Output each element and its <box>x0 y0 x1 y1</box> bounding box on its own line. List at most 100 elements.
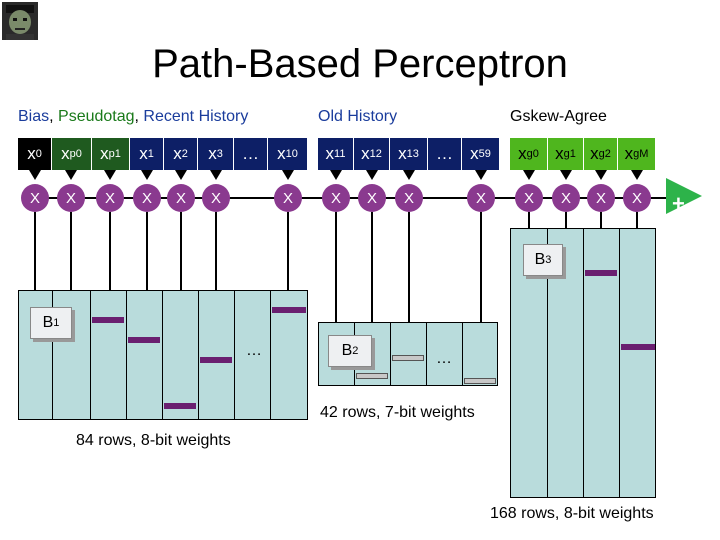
arrow-3 <box>104 170 116 190</box>
b3-selected-row <box>621 344 655 350</box>
b1-col-divider <box>52 290 53 420</box>
multiplier-9: X <box>358 184 386 212</box>
b3-selected-row <box>585 270 617 276</box>
b1-col-divider <box>90 290 91 420</box>
stem-6 <box>215 212 217 290</box>
arrow-9 <box>366 170 378 190</box>
multiplier-15: X <box>623 184 651 212</box>
pseudotag-label: Pseudotag <box>58 108 135 125</box>
b2-selected-row <box>356 373 388 379</box>
multiplier-8: X <box>322 184 350 212</box>
b2-ellipsis: … <box>436 350 452 367</box>
b1-ellipsis: … <box>246 342 262 359</box>
b3-col-divider <box>547 228 548 498</box>
old-history-label: Old History <box>318 108 398 125</box>
arrow-13 <box>560 170 572 190</box>
arrow-1 <box>29 170 41 190</box>
stem-11 <box>480 212 482 322</box>
monster-logo <box>2 2 38 40</box>
stem-13 <box>565 212 567 228</box>
bias-label: Bias <box>18 108 50 125</box>
multiplier-5: X <box>167 184 195 212</box>
arrow-10 <box>403 170 415 190</box>
multiplier-7: X <box>274 184 302 212</box>
stem-9 <box>371 212 373 322</box>
multiplier-11: X <box>467 184 495 212</box>
stem-1 <box>34 212 36 290</box>
b2-col-divider <box>462 322 463 386</box>
sep-2: , <box>134 108 144 125</box>
stem-7 <box>287 212 289 290</box>
stem-14 <box>600 212 602 228</box>
b3-col-divider <box>619 228 620 498</box>
b2-col-divider <box>390 322 391 386</box>
b2-selected-row <box>464 378 496 384</box>
stem-3 <box>109 212 111 290</box>
b1-col-divider <box>198 290 199 420</box>
multiplier-10: X <box>395 184 423 212</box>
stem-2 <box>70 212 72 290</box>
multiplier-6: X <box>202 184 230 212</box>
b1-col-divider <box>126 290 127 420</box>
multiplier-2: X <box>57 184 85 212</box>
arrow-14 <box>595 170 607 190</box>
multiplier-14: X <box>587 184 615 212</box>
b1-selected-row <box>164 403 196 409</box>
b1-col-divider <box>234 290 235 420</box>
recent-history-label: Recent History <box>143 108 249 125</box>
multiplier-4: X <box>133 184 161 212</box>
b2-selected-row <box>392 355 424 361</box>
b1-selected-row <box>200 357 232 363</box>
input-ellipsis-2: … <box>428 138 462 170</box>
sum-label: + <box>672 191 685 216</box>
arrow-8 <box>330 170 342 190</box>
b2-caption: 42 rows, 7-bit weights <box>320 404 475 421</box>
arrow-5 <box>175 170 187 190</box>
multiplier-12: X <box>515 184 543 212</box>
arrow-7 <box>282 170 294 190</box>
arrow-2 <box>65 170 77 190</box>
multiplier-13: X <box>552 184 580 212</box>
stem-4 <box>146 212 148 290</box>
sum-node <box>664 176 704 216</box>
stem-15 <box>636 212 638 228</box>
page-title: Path-Based Perceptron <box>152 42 568 86</box>
b3-col-divider <box>583 228 584 498</box>
multiplier-3: X <box>96 184 124 212</box>
stem-8 <box>335 212 337 322</box>
arrow-6 <box>210 170 222 190</box>
b3-caption: 168 rows, 8-bit weights <box>490 505 654 522</box>
arrow-12 <box>523 170 535 190</box>
sum-line <box>30 197 670 199</box>
stem-12 <box>528 212 530 228</box>
group1-header: Bias, Pseudotag, Recent History <box>18 108 248 126</box>
stem-10 <box>408 212 410 322</box>
b1-col-divider <box>270 290 271 420</box>
arrow-4 <box>141 170 153 190</box>
gskew-agree-label: Gskew-Agree <box>510 108 607 125</box>
b1-selected-row <box>272 307 306 313</box>
multiplier-1: X <box>21 184 49 212</box>
b1-caption: 84 rows, 8-bit weights <box>76 432 231 449</box>
input-ellipsis-1: … <box>234 138 268 170</box>
arrow-15 <box>631 170 643 190</box>
b1-selected-row <box>92 317 124 323</box>
b2-col-divider <box>426 322 427 386</box>
b1-selected-row <box>128 337 160 343</box>
